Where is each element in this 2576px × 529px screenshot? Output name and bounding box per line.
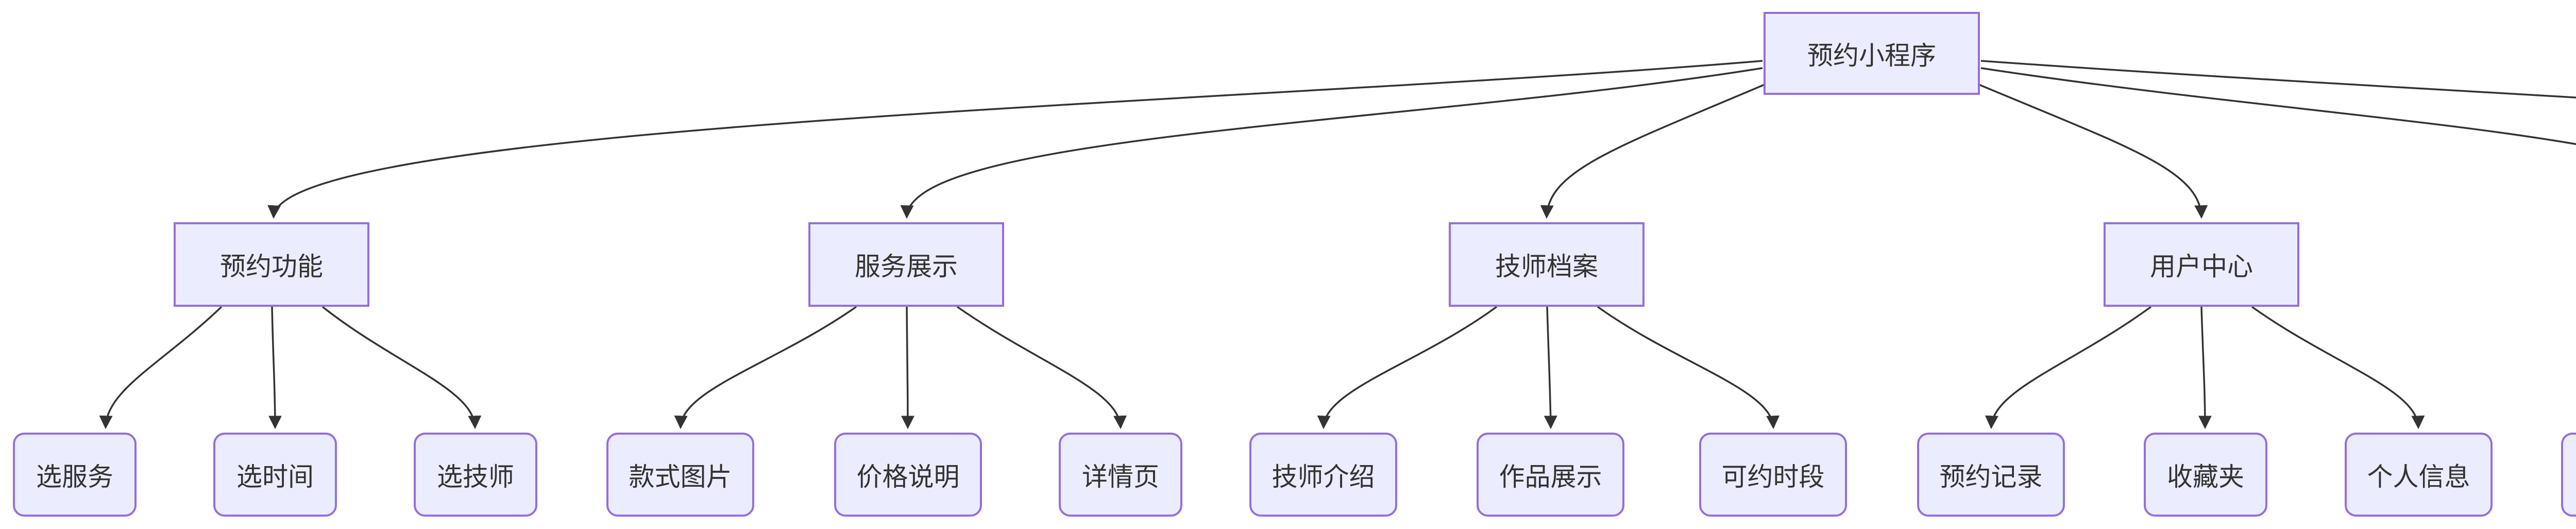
edge-technician-to-available-slots [1597, 306, 1780, 429]
edge-service-to-detail-page [956, 306, 1127, 429]
node-price-description: 价格说明 [834, 433, 982, 517]
edge-service-to-style-images [674, 306, 857, 429]
node-technician-intro: 技师介绍 [1249, 433, 1397, 517]
edge-user-to-favorites [2198, 306, 2212, 429]
node-user-center: 用户中心 [2104, 222, 2299, 307]
edge-technician-to-portfolio [1544, 306, 1557, 429]
node-select-time: 选时间 [213, 433, 337, 517]
edge-root-to-technician-profile [1540, 84, 1765, 219]
node-select-service: 选服务 [13, 433, 137, 517]
edge-booking-to-select-technician [321, 306, 482, 429]
node-portfolio-display: 作品展示 [1477, 433, 1624, 517]
node-style-images: 款式图片 [606, 433, 754, 517]
edge-root-to-booking [267, 60, 1763, 219]
node-wechat-notification: 微信通知 [2561, 433, 2576, 517]
node-personal-info: 个人信息 [2345, 433, 2493, 517]
edge-service-to-price-description [901, 306, 914, 429]
node-detail-page: 详情页 [1059, 433, 1182, 517]
edge-user-to-booking-records [1985, 306, 2152, 429]
node-booking-function: 预约功能 [174, 222, 369, 307]
node-select-technician: 选技师 [414, 433, 537, 517]
edge-booking-to-select-service [99, 306, 223, 429]
edge-user-to-personal-info [2251, 306, 2425, 429]
edge-root-to-service-display [900, 67, 1763, 219]
edge-technician-to-intro [1317, 306, 1498, 429]
node-service-display: 服务展示 [808, 222, 1004, 307]
edge-root-to-user-center [1978, 84, 2208, 219]
node-favorites: 收藏夹 [2144, 433, 2267, 517]
edge-booking-to-select-time [268, 306, 282, 429]
node-booking-records: 预约记录 [1917, 433, 2065, 517]
node-booking-mini-program: 预约小程序 [1764, 12, 1980, 95]
node-technician-profile: 技师档案 [1449, 222, 1645, 307]
edge-root-to-notification [1980, 67, 2576, 145]
edge-root-to-payment [1980, 60, 2576, 98]
node-available-slots: 可约时段 [1699, 433, 1847, 517]
